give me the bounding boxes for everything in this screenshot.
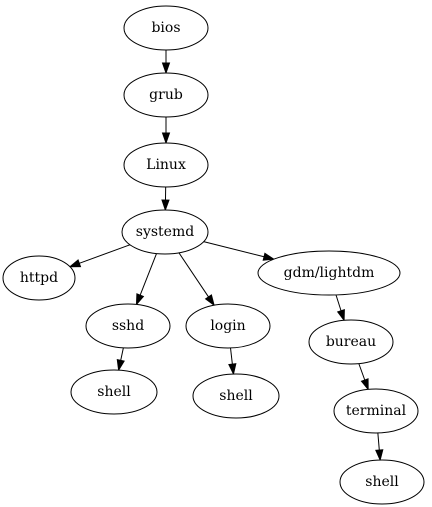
edge-sshd-to-shell-sshd	[116, 347, 125, 372]
node-sshd: sshd	[85, 303, 171, 349]
edge-login-to-shell-login	[228, 347, 237, 376]
node-label: bios	[151, 20, 180, 36]
node-ellipse	[70, 369, 158, 415]
edge-grub-to-linux	[161, 117, 171, 145]
node-ellipse	[339, 459, 425, 505]
node-ellipse	[333, 388, 419, 434]
node-label: sshd	[112, 318, 144, 334]
node-ellipse	[185, 303, 271, 349]
node-ellipse	[123, 5, 209, 51]
node-label: terminal	[346, 403, 407, 419]
edge-bureau-to-terminal	[358, 363, 369, 391]
arrowhead-icon	[161, 132, 171, 145]
node-label: systemd	[136, 224, 194, 240]
node-terminal: terminal	[333, 388, 419, 434]
node-ellipse	[2, 255, 76, 301]
node-label: shell	[219, 388, 253, 404]
node-label: httpd	[20, 270, 58, 286]
node-shell-terminal: shell	[339, 459, 425, 505]
arrowhead-icon	[135, 293, 145, 306]
node-login: login	[185, 303, 271, 349]
edge-linux-to-systemd	[161, 186, 170, 212]
node-gdm: gdm/lightdm	[257, 250, 401, 296]
edge-line	[79, 244, 131, 264]
node-label: shell	[97, 384, 131, 400]
arrowhead-icon	[228, 363, 237, 376]
edge-line	[230, 347, 233, 365]
node-ellipse	[123, 142, 209, 188]
node-shell-sshd: shell	[70, 369, 158, 415]
node-grub: grub	[123, 72, 209, 118]
node-ellipse	[123, 72, 209, 118]
edge-line	[120, 347, 124, 361]
node-label: gdm/lightdm	[284, 265, 375, 281]
node-bureau: bureau	[308, 319, 394, 365]
node-systemd: systemd	[121, 209, 209, 255]
node-label: Linux	[146, 157, 186, 173]
node-bios: bios	[123, 5, 209, 51]
edge-line	[139, 253, 157, 296]
arrowhead-icon	[161, 199, 170, 212]
edge-line	[203, 241, 265, 258]
edges	[68, 50, 384, 462]
node-ellipse	[257, 250, 401, 296]
edge-systemd-to-httpd	[68, 244, 131, 268]
edge-line	[377, 432, 380, 451]
edge-gdm-to-bureau	[335, 294, 345, 322]
node-label: login	[210, 318, 245, 334]
arrowhead-icon	[161, 62, 171, 75]
node-shell-login: shell	[192, 373, 280, 419]
arrowhead-icon	[204, 294, 215, 307]
node-ellipse	[192, 373, 280, 419]
arrowhead-icon	[336, 309, 345, 322]
edge-systemd-to-gdm	[203, 241, 276, 261]
arrowhead-icon	[262, 252, 276, 261]
node-ellipse	[85, 303, 171, 349]
node-linux: Linux	[123, 142, 209, 188]
arrowhead-icon	[68, 259, 82, 268]
node-label: bureau	[326, 334, 376, 350]
node-ellipse	[308, 319, 394, 365]
edge-line	[178, 252, 209, 298]
edge-systemd-to-sshd	[135, 253, 157, 306]
arrowhead-icon	[375, 449, 384, 462]
edge-bios-to-grub	[161, 50, 171, 75]
node-httpd: httpd	[2, 255, 76, 301]
arrowhead-icon	[360, 378, 369, 391]
edge-line	[358, 363, 366, 381]
edge-line	[335, 294, 342, 311]
node-label: shell	[365, 474, 399, 490]
arrowhead-icon	[116, 358, 125, 372]
edge-systemd-to-login	[178, 252, 215, 307]
node-ellipse	[121, 209, 209, 255]
node-label: grub	[149, 87, 183, 103]
edge-terminal-to-shell-terminal	[375, 432, 384, 462]
